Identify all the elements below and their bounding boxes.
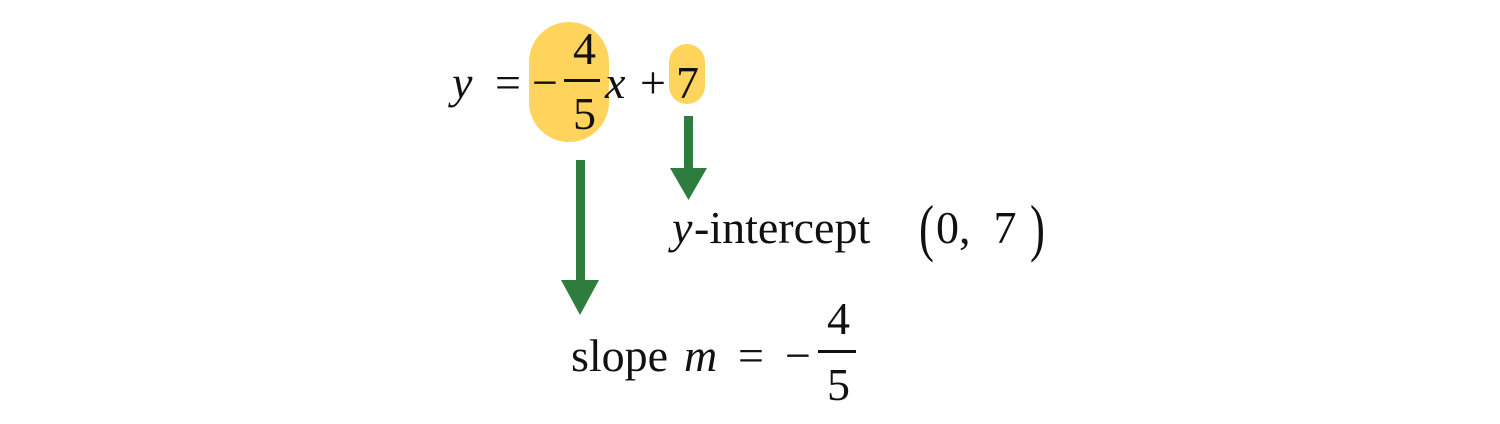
slope-arrow-icon [561,160,599,315]
slope-highlight [529,22,609,142]
intercept-y-variable: y [672,202,693,253]
slope-minus-sign: − [785,330,811,381]
intercept-point: 0, 7 [936,202,1017,253]
intercept-open-paren: ( [919,192,934,263]
equation-fraction-bar [564,79,600,82]
equation-fraction-numerator: 4 [573,23,596,74]
slope-equals-sign: = [738,330,764,381]
equation-x-variable: x [605,57,626,108]
equation-y-variable: y [452,57,473,108]
intercept-text: -intercept [694,202,871,253]
intercept-close-paren: ) [1030,192,1045,263]
slope-fraction-denominator: 5 [827,359,850,410]
equation-plus-sign: + [640,57,666,108]
slope-fraction-numerator: 4 [827,293,850,344]
intercept-highlight [669,44,705,104]
slope-word: slope [571,330,669,381]
equation-constant: 7 [676,57,699,108]
slope-fraction-bar [818,350,856,353]
equation-fraction-denominator: 5 [573,88,596,139]
slope-m-variable: m [684,330,718,381]
intercept-arrow-icon [670,116,707,200]
equation-minus-sign: − [532,57,558,108]
equation-equals-sign: = [495,57,521,108]
